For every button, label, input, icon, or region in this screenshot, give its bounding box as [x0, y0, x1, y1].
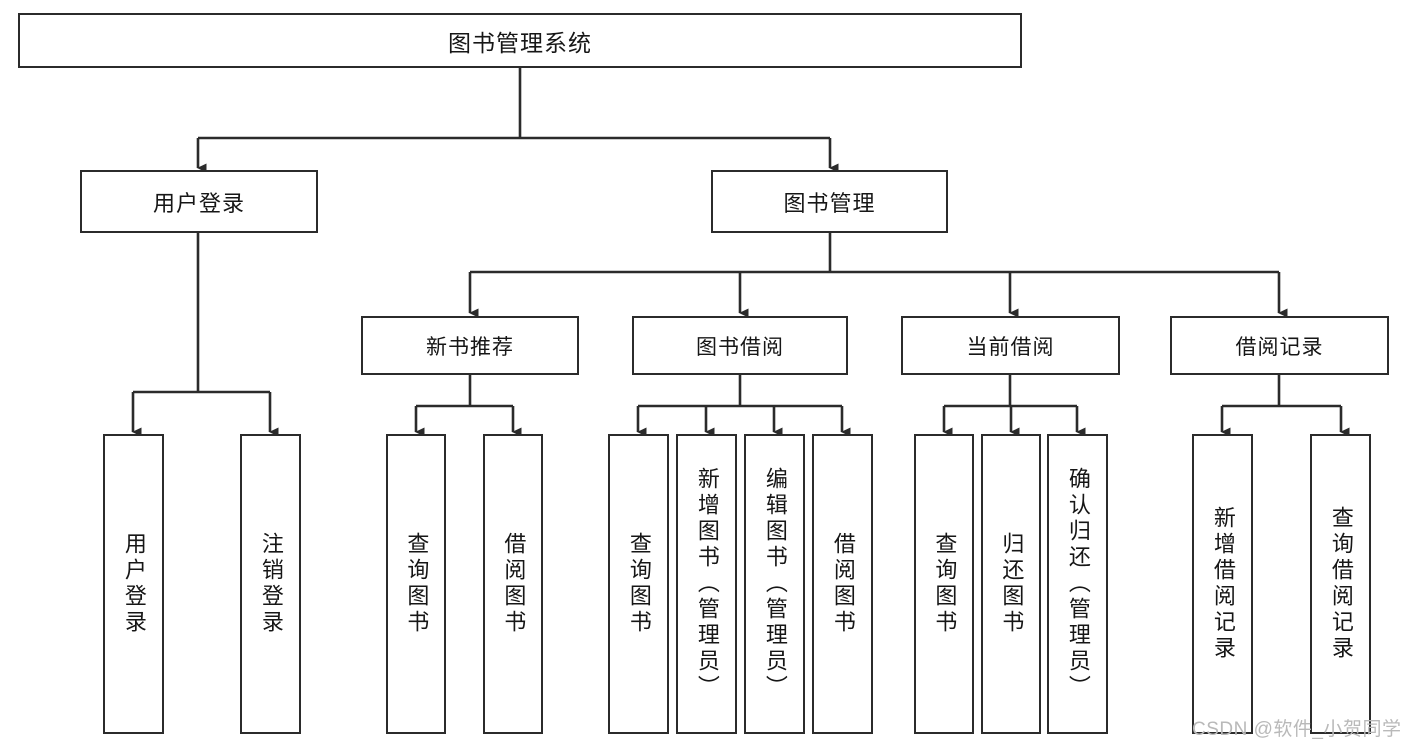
leaf-edit-book-admin[interactable]: 编辑图书（管理员）	[744, 434, 805, 734]
leaf-current-query-book-label: 查询图书	[932, 532, 958, 636]
node-book-borrow[interactable]: 图书借阅	[632, 316, 848, 375]
leaf-recommend-query-book[interactable]: 查询图书	[386, 434, 446, 734]
leaf-recommend-borrow-book[interactable]: 借阅图书	[483, 434, 543, 734]
leaf-add-book-admin[interactable]: 新增图书（管理员）	[676, 434, 737, 734]
leaf-user-login-label: 用户登录	[121, 532, 147, 636]
leaf-return-book-label: 归还图书	[999, 532, 1025, 636]
node-book-management-label: 图书管理	[783, 190, 876, 216]
leaf-confirm-return-admin-label: 确认归还（管理员）	[1065, 467, 1091, 701]
node-current-borrow[interactable]: 当前借阅	[901, 316, 1120, 375]
leaf-add-book-admin-label: 新增图书（管理员）	[694, 467, 720, 701]
node-book-management[interactable]: 图书管理	[711, 170, 948, 233]
leaf-user-login[interactable]: 用户登录	[103, 434, 164, 734]
leaf-logout[interactable]: 注销登录	[240, 434, 301, 734]
leaf-query-borrow-record-label: 查询借阅记录	[1328, 506, 1354, 662]
node-new-book-recommend[interactable]: 新书推荐	[361, 316, 579, 375]
node-user-login-label: 用户登录	[152, 190, 245, 216]
node-new-book-recommend-label: 新书推荐	[426, 335, 514, 359]
node-user-login[interactable]: 用户登录	[80, 170, 318, 233]
leaf-borrow-book[interactable]: 借阅图书	[812, 434, 873, 734]
leaf-confirm-return-admin[interactable]: 确认归还（管理员）	[1047, 434, 1108, 734]
node-current-borrow-label: 当前借阅	[966, 335, 1055, 359]
leaf-recommend-query-book-label: 查询图书	[404, 532, 430, 636]
leaf-add-borrow-record[interactable]: 新增借阅记录	[1192, 434, 1253, 734]
leaf-borrow-query-book[interactable]: 查询图书	[608, 434, 669, 734]
leaf-logout-label: 注销登录	[258, 532, 284, 636]
node-root[interactable]: 图书管理系统	[18, 13, 1022, 68]
leaf-borrow-book-label: 借阅图书	[830, 532, 856, 636]
leaf-query-borrow-record[interactable]: 查询借阅记录	[1310, 434, 1371, 734]
leaf-add-borrow-record-label: 新增借阅记录	[1210, 506, 1236, 662]
watermark: CSDN @软件_小贺同学	[1192, 719, 1402, 740]
node-root-label: 图书管理系统	[448, 29, 592, 56]
node-borrow-records-label: 借阅记录	[1235, 335, 1324, 359]
node-borrow-records[interactable]: 借阅记录	[1170, 316, 1389, 375]
leaf-borrow-query-book-label: 查询图书	[626, 532, 652, 636]
node-book-borrow-label: 图书借阅	[696, 335, 784, 359]
leaf-edit-book-admin-label: 编辑图书（管理员）	[762, 467, 788, 701]
leaf-recommend-borrow-book-label: 借阅图书	[501, 532, 527, 636]
leaf-return-book[interactable]: 归还图书	[981, 434, 1041, 734]
leaf-current-query-book[interactable]: 查询图书	[914, 434, 974, 734]
